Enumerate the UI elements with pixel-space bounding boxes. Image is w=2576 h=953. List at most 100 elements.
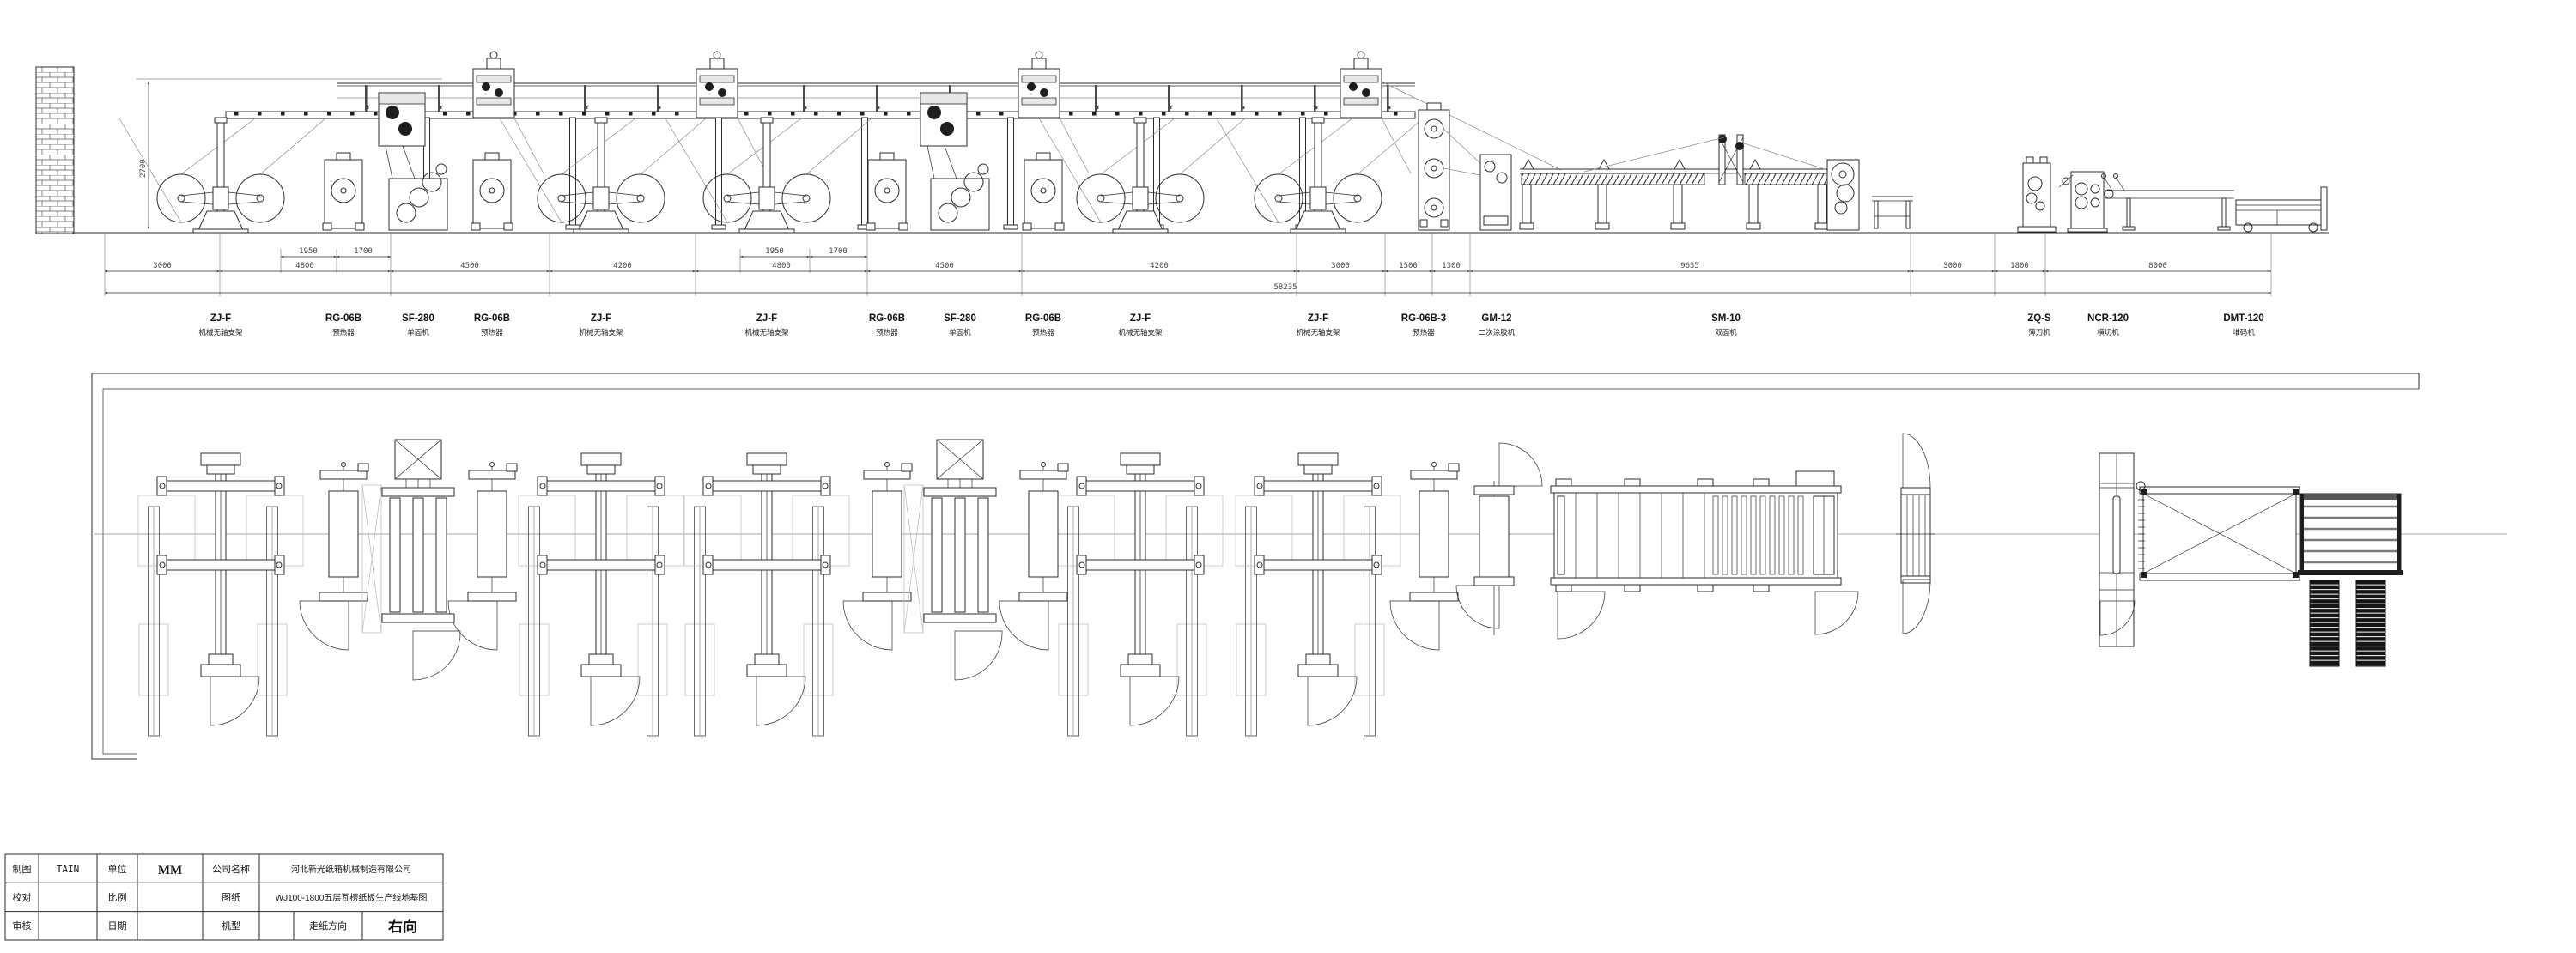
outfeed-conveyor-plan xyxy=(2309,580,2340,667)
preheater-plan xyxy=(447,462,518,651)
station-name-0: 机械无轴支架 xyxy=(198,328,243,337)
triple-preheater-side xyxy=(1418,102,1481,231)
station-name-4: 机械无轴支架 xyxy=(579,328,623,337)
bridge-column xyxy=(565,117,580,230)
tb-label-drafter: 制图 xyxy=(13,864,32,875)
dim-main-10: 9635 xyxy=(1680,262,1699,270)
roll-rail-plan xyxy=(1354,506,1385,737)
dim-sub-3: 1700 xyxy=(829,247,848,256)
station-model-14: ZQ-S xyxy=(2027,313,2051,324)
single-facer-plan xyxy=(361,439,461,681)
station-name-2: 单面机 xyxy=(407,328,429,337)
roll-stand-plan xyxy=(518,452,684,726)
dim-main-0: 3000 xyxy=(153,262,172,270)
roll-stand-side xyxy=(1216,117,1424,234)
stacker-basket-plan xyxy=(2136,481,2300,581)
bridge-column xyxy=(711,117,726,230)
preheater-plan xyxy=(299,462,369,651)
triple-preheater-plan xyxy=(1455,442,1543,635)
title-block: 制图 TAIN 单位 MM 公司名称 河北新光纸箱机械制造有限公司 校对 比例 … xyxy=(4,853,444,941)
dim-main-7: 3000 xyxy=(1331,262,1350,270)
roll-rail-plan xyxy=(1176,506,1207,737)
station-model-2: SF-280 xyxy=(402,313,434,324)
roll-stand-side xyxy=(118,117,326,234)
dim-main-1: 4800 xyxy=(295,262,314,270)
outfeed-table-side xyxy=(2101,173,2234,231)
dim-main-4: 4800 xyxy=(772,262,791,270)
main-dimension-row: 3000 4800 4500 4200 4800 4500 4200 3000 … xyxy=(104,262,2272,273)
dim-sub-0: 1950 xyxy=(299,247,318,256)
roll-rail-plan xyxy=(1058,506,1089,737)
tb-value-company: 河北新光纸箱机械制造有限公司 xyxy=(291,864,411,875)
tb-label-paper-dir: 走纸方向 xyxy=(309,920,347,932)
roll-rail-plan xyxy=(257,506,288,737)
station-model-16: DMT-120 xyxy=(2223,313,2263,324)
cross-cutter-plan xyxy=(2099,452,2136,647)
tb-label-scale: 比例 xyxy=(108,891,127,903)
tb-value-sheet: WJ100-1800五层瓦楞纸板生产线地基图 xyxy=(276,892,428,903)
roll-rail-plan xyxy=(637,506,668,737)
total-dimension-row: 58235 xyxy=(104,283,2272,294)
elevation-view: 2700 xyxy=(35,51,2329,337)
preheater-side xyxy=(471,152,513,231)
dim-main-5: 4500 xyxy=(935,262,954,270)
slitter-side xyxy=(2017,156,2057,233)
station-model-0: ZJ-F xyxy=(210,313,231,324)
station-model-7: SF-280 xyxy=(944,313,976,324)
station-name-3: 预热器 xyxy=(481,328,503,337)
bridge-railing xyxy=(337,85,1410,112)
roll-rail-plan xyxy=(138,506,169,737)
station-model-13: SM-10 xyxy=(1711,313,1741,324)
dim-main-12: 1800 xyxy=(2010,262,2029,270)
station-name-16: 堆码机 xyxy=(2233,328,2255,337)
plan-view xyxy=(91,373,2507,760)
building-wall-plan xyxy=(91,373,2420,760)
double-facer-side xyxy=(1519,134,1860,231)
dim-main-6: 4200 xyxy=(1150,262,1169,270)
station-name-9: 机械无轴支架 xyxy=(1118,328,1163,337)
slitter-plan xyxy=(1896,433,1935,634)
dim-height-text: 2700 xyxy=(139,159,148,178)
overhead-bridge xyxy=(225,82,1416,119)
station-model-9: ZJ-F xyxy=(1130,313,1151,324)
preheater-plan xyxy=(842,462,913,651)
preheater-side xyxy=(322,152,365,231)
height-dimension: 2700 xyxy=(136,78,442,230)
roll-stand-plan xyxy=(683,452,850,726)
station-name-12: 二次涂胶机 xyxy=(1479,328,1516,337)
tb-label-unit: 单位 xyxy=(108,863,127,875)
roll-rail-plan xyxy=(803,506,834,737)
station-model-15: NCR-120 xyxy=(2087,313,2129,324)
station-name-6: 预热器 xyxy=(876,328,898,337)
transfer-table-side xyxy=(1872,196,1913,229)
station-model-8: RG-06B xyxy=(1025,313,1061,324)
single-facer-plan xyxy=(903,439,1003,681)
dim-sub-2: 1950 xyxy=(765,247,784,256)
station-labels: ZJ-F 机械无轴支架 RG-06B 预热器 SF-280 单面机 RG-06B… xyxy=(198,313,2263,337)
roll-stand-side xyxy=(1038,117,1246,234)
building-wall-section xyxy=(35,66,75,234)
preheater-side xyxy=(866,152,908,231)
tb-value-unit: MM xyxy=(158,864,182,877)
roll-rail-plan xyxy=(1236,506,1267,737)
station-name-14: 薄刀机 xyxy=(2028,328,2050,337)
dim-main-8: 1500 xyxy=(1399,262,1418,270)
dim-sub-1: 1700 xyxy=(354,247,373,256)
stacker-side xyxy=(2235,186,2328,233)
roll-stand-side xyxy=(665,117,872,234)
tb-label-machine-type: 机型 xyxy=(222,920,240,932)
glue-machine-side xyxy=(1479,154,1512,231)
station-name-5: 机械无轴支架 xyxy=(744,328,789,337)
preheater-side xyxy=(1022,152,1065,231)
station-model-5: ZJ-F xyxy=(756,313,777,324)
station-model-12: GM-12 xyxy=(1481,313,1511,324)
station-model-1: RG-06B xyxy=(325,313,361,324)
tb-label-date: 日期 xyxy=(108,920,127,932)
station-name-1: 预热器 xyxy=(332,328,355,337)
tb-value-paper-dir: 右向 xyxy=(388,918,417,935)
station-model-11: RG-06B-3 xyxy=(1401,313,1446,324)
dimension-extension-lines xyxy=(104,233,2272,296)
dim-main-2: 4500 xyxy=(460,262,479,270)
